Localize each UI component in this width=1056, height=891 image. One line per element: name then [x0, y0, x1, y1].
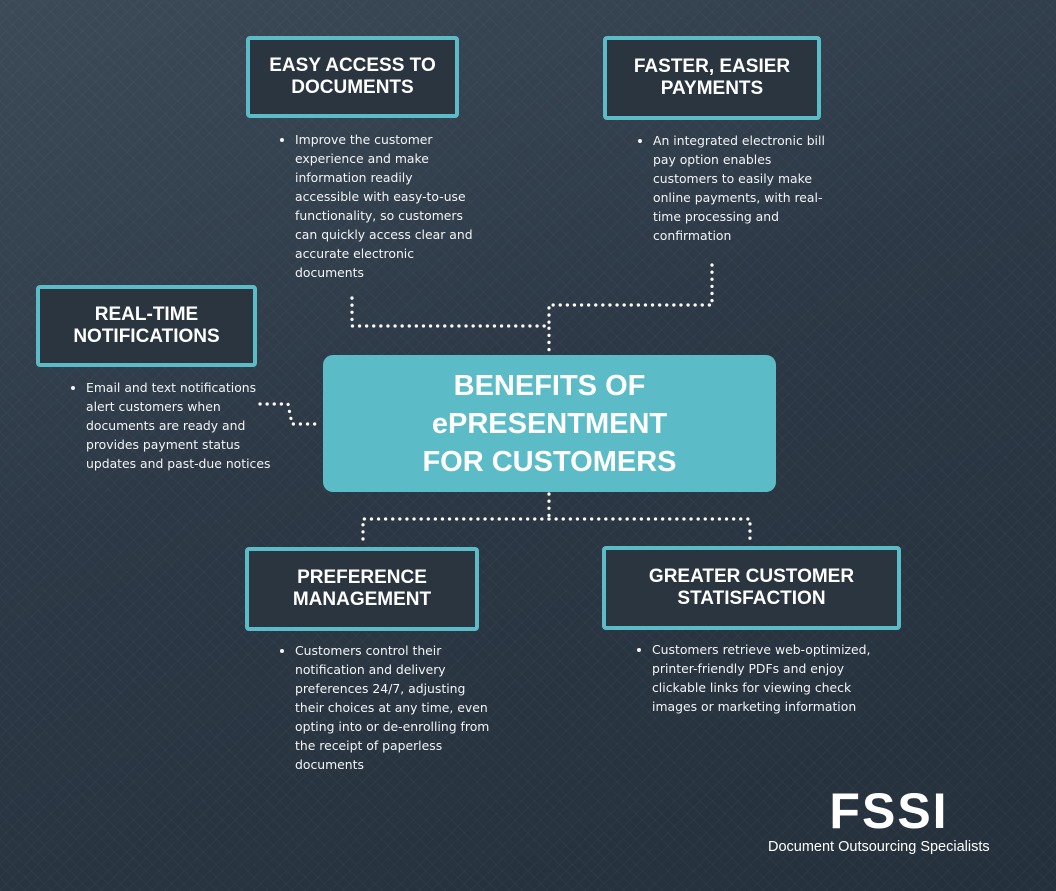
benefit-title: GREATER CUSTOMER STATISFACTION: [648, 566, 855, 609]
benefit-description: An integrated electronic bill pay option…: [653, 131, 833, 245]
logo-tagline: Document Outsourcing Specialists: [768, 839, 990, 855]
benefit-title: PREFERENCE MANAGEMENT: [292, 567, 432, 610]
benefit-description-list: An integrated electronic bill pay option…: [635, 131, 833, 245]
connector-payments: [547, 263, 714, 328]
benefit-description: Email and text notifications alert custo…: [86, 378, 271, 473]
benefit-title: FASTER, EASIER PAYMENTS: [633, 56, 791, 99]
connector-notifications: [258, 402, 322, 426]
benefit-box-preference: PREFERENCE MANAGEMENT: [245, 547, 479, 631]
benefit-box-easy-access: EASY ACCESS TO DOCUMENTS: [246, 36, 459, 118]
benefit-description-list: Customers control their notification and…: [277, 641, 490, 774]
connector-easy-access: [350, 296, 551, 354]
fssi-logo: FSSI: [829, 783, 949, 839]
benefit-description-list: Customers retrieve web-optimized, printe…: [634, 640, 897, 716]
center-title: BENEFITS OF ePRESENTMENT FOR CUSTOMERS: [422, 369, 677, 478]
connector-satisfaction: [547, 517, 752, 545]
benefit-box-satisfaction: GREATER CUSTOMER STATISFACTION: [602, 546, 901, 630]
benefit-description: Customers control their notification and…: [295, 641, 490, 774]
benefit-box-payments: FASTER, EASIER PAYMENTS: [603, 36, 821, 120]
center-title-box: BENEFITS OF ePRESENTMENT FOR CUSTOMERS: [323, 355, 776, 492]
benefit-box-notifications: REAL-TIME NOTIFICATIONS: [36, 285, 257, 367]
benefit-description-list: Improve the customer experience and make…: [277, 130, 475, 282]
benefit-title: EASY ACCESS TO DOCUMENTS: [269, 55, 436, 98]
benefit-description-list: Email and text notifications alert custo…: [68, 378, 271, 473]
benefit-description: Improve the customer experience and make…: [295, 130, 475, 282]
benefit-title: REAL-TIME NOTIFICATIONS: [73, 304, 220, 347]
connector-preference: [361, 517, 551, 545]
benefit-description: Customers retrieve web-optimized, printe…: [652, 640, 897, 716]
